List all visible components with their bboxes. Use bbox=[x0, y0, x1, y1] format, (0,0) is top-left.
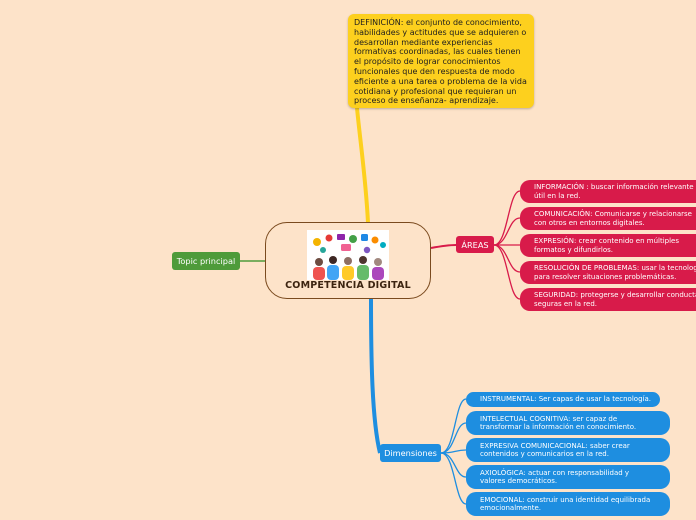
dimensiones-label: Dimensiones bbox=[384, 448, 437, 458]
areas-label: ÁREAS bbox=[461, 239, 489, 250]
definition-node[interactable]: DEFINICIÓN: el conjunto de conocimiento,… bbox=[348, 14, 534, 108]
area-comunicacion[interactable]: COMUNICACIÓN: Comunicarse y relacionarse… bbox=[520, 207, 696, 230]
area-informacion[interactable]: INFORMACIÓN : buscar información relevan… bbox=[520, 180, 696, 203]
topic-principal-node[interactable]: Topic principal bbox=[172, 252, 240, 270]
dimensiones-node[interactable]: Dimensiones bbox=[380, 444, 441, 462]
dimension-emocional[interactable]: EMOCIONAL: construir una identidad equil… bbox=[466, 492, 670, 516]
area-resolucion-problemas[interactable]: RESOLUCIÓN DE PROBLEMAS: usar la tecnolo… bbox=[520, 261, 696, 284]
central-topic-node[interactable]: COMPETENCIA DIGITAL bbox=[265, 222, 431, 299]
definition-text: DEFINICIÓN: el conjunto de conocimiento,… bbox=[354, 18, 527, 106]
dimension-intelectual-cognitiva[interactable]: INTELECTUAL COGNITIVA: ser capaz de tran… bbox=[466, 411, 670, 435]
topic-principal-label: Topic principal bbox=[176, 256, 236, 266]
dimension-axiologica[interactable]: AXIOLÓGICA: actuar con responsabilidad y… bbox=[466, 465, 670, 489]
areas-node[interactable]: ÁREAS bbox=[456, 236, 494, 253]
dimension-instrumental[interactable]: INSTRUMENTAL: Ser capas de usar la tecno… bbox=[466, 392, 660, 407]
dimension-expresiva-comunicacional[interactable]: EXPRESIVA COMUNICACIONAL: saber crear co… bbox=[466, 438, 670, 462]
people-digital-illustration bbox=[307, 230, 389, 280]
area-expresion[interactable]: EXPRESIÓN: crear contenido en múltiples … bbox=[520, 234, 696, 257]
area-seguridad[interactable]: SEGURIDAD: protegerse y desarrollar cond… bbox=[520, 288, 696, 311]
central-topic-title: COMPETENCIA DIGITAL bbox=[285, 280, 411, 291]
